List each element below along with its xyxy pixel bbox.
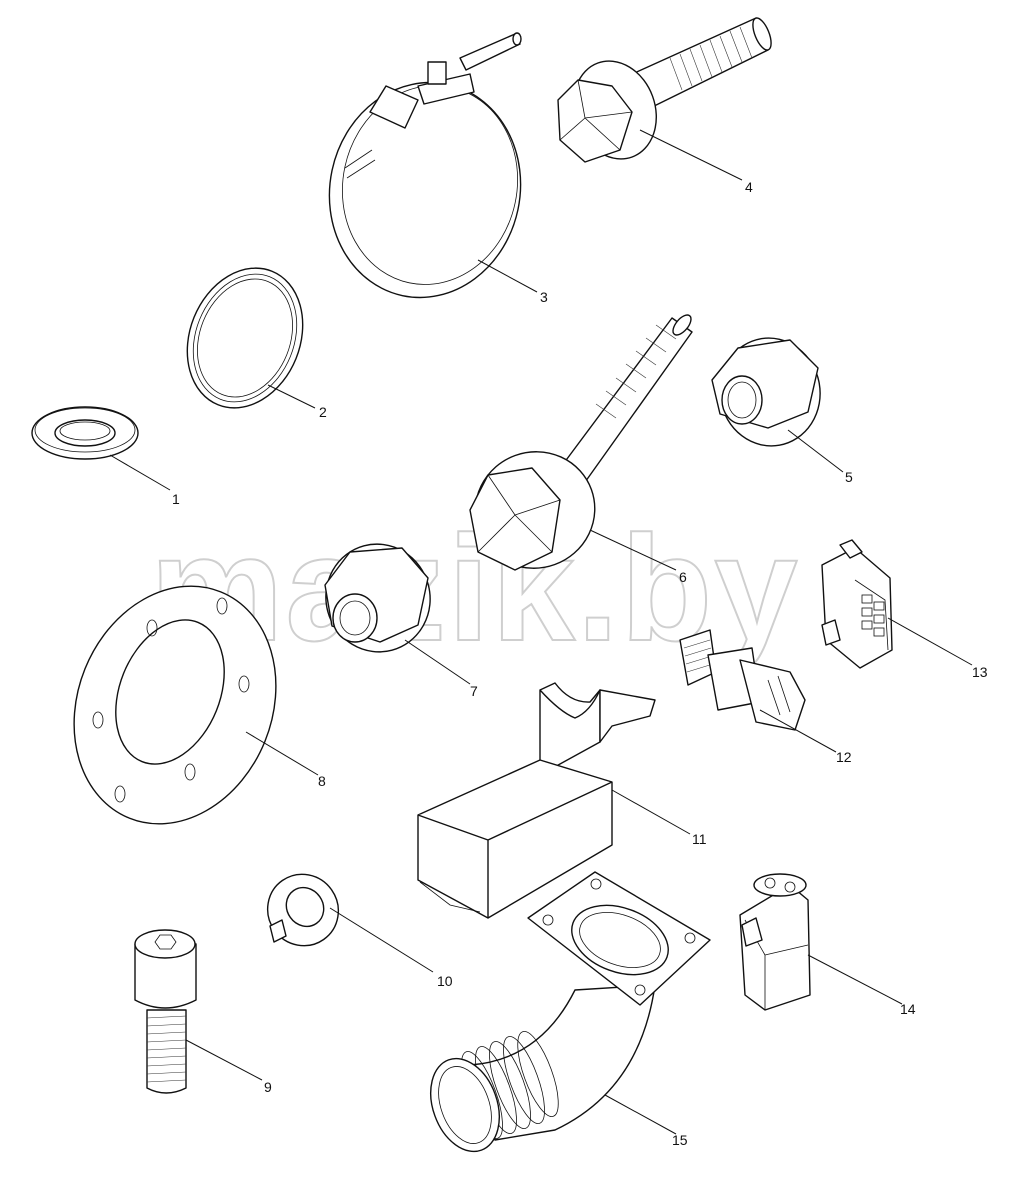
callout-labels: 1 2 3 4 5 6 7 8 9 10 11 12 13 14 15 <box>172 179 988 1148</box>
callout-6: 6 <box>679 569 687 585</box>
callout-11: 11 <box>692 831 707 847</box>
callout-14: 14 <box>900 1001 916 1017</box>
part-14-two-pin-connector <box>739 873 811 1011</box>
callout-5: 5 <box>845 469 853 485</box>
part-8-flange-gasket <box>73 585 277 825</box>
callout-3: 3 <box>540 289 548 305</box>
callout-15: 15 <box>672 1132 688 1148</box>
leader-lines <box>109 129 973 1135</box>
callout-7: 7 <box>470 683 478 699</box>
part-13-multipin-connector <box>821 539 893 669</box>
part-15-exhaust-elbow <box>430 871 711 1153</box>
callout-10: 10 <box>437 973 453 989</box>
callout-2: 2 <box>319 404 327 420</box>
part-1-washer <box>31 406 139 460</box>
callout-8: 8 <box>318 773 326 789</box>
callout-13: 13 <box>972 664 988 680</box>
part-6-flange-bolt <box>469 314 693 571</box>
part-9-cap-screw <box>134 929 197 1094</box>
part-7-flange-nut <box>324 543 431 653</box>
part-12-connector <box>679 629 806 731</box>
callout-1: 1 <box>172 491 180 507</box>
callout-12: 12 <box>836 749 852 765</box>
callout-4: 4 <box>745 179 753 195</box>
part-10-spring-washer <box>266 873 340 947</box>
part-2-sealing-ring <box>186 267 304 409</box>
callout-9: 9 <box>264 1079 272 1095</box>
part-4-flange-bolt <box>557 17 772 163</box>
part-11-bracket <box>417 682 656 919</box>
part-5-flange-nut <box>711 337 821 447</box>
part-3-band-clamp <box>328 32 522 299</box>
